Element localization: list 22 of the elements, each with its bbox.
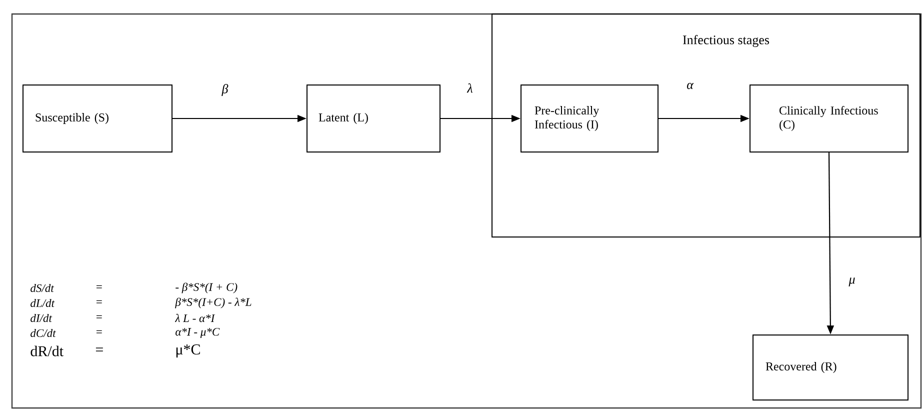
equation-text: dI/dt [30,314,52,322]
equation-text: λ L - α*I [174,314,216,322]
equation-text: = [96,315,102,318]
equation-text: = [96,300,102,304]
equation-text: dC/dt [30,328,56,338]
equation-text: dS/dt [30,284,54,292]
state-box: Clinically Infectious (C) [750,84,908,152]
equation-text: α*I - μ*C [176,328,220,338]
edge-label: μ [848,276,856,288]
state-box: Recovered (R) [752,334,908,400]
edge-label: λ [466,82,474,94]
equation-text: β*S*(I+C) - λ*L [175,298,252,308]
equation-text: = [96,330,102,334]
equation-text: = [96,285,102,288]
state-box: Latent (L) [306,84,440,152]
state-box: Pre-clinically Infectious (I) [520,84,658,152]
state-box: Susceptible (S) [22,84,172,152]
equation-text: - β*S*(I + C) [176,282,238,294]
equation-text: dR/dt [30,346,64,356]
equation-text: μ*C [176,344,200,358]
equation-text: dL/dt [30,298,55,308]
equation-text: = [96,348,103,352]
